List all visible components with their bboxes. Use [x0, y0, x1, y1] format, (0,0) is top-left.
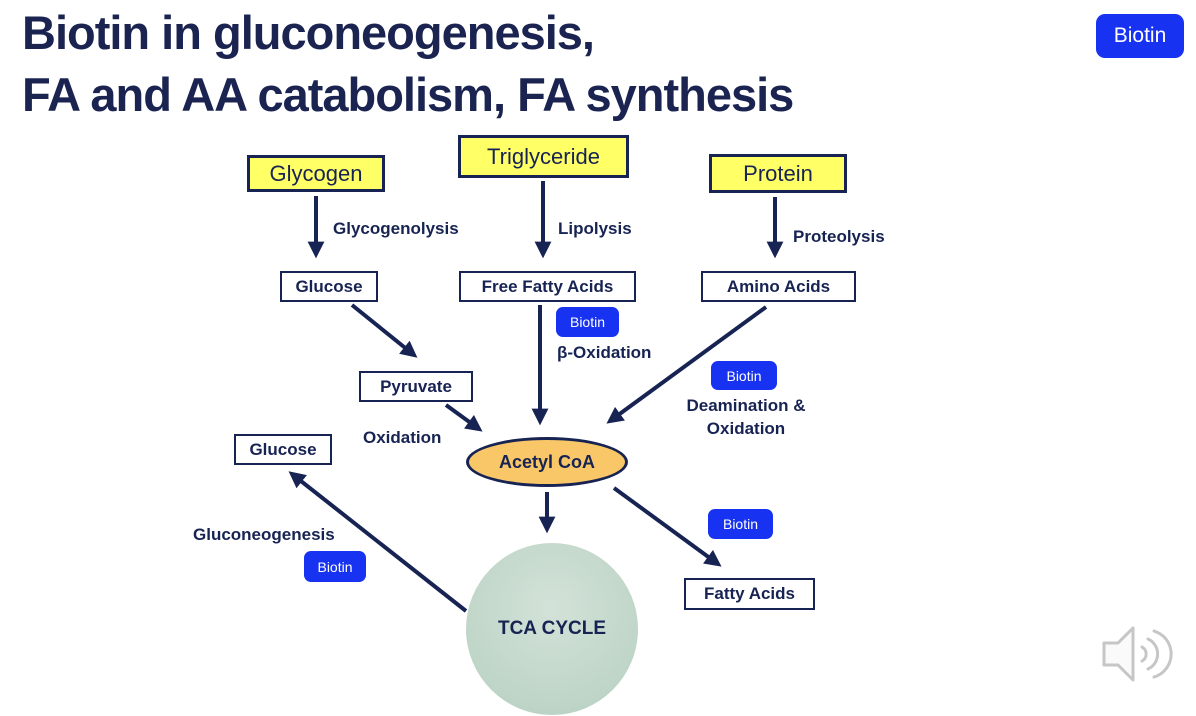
node-acetyl-coa: Acetyl CoA	[466, 437, 628, 487]
node-amino-acids: Amino Acids	[701, 271, 856, 302]
title-line-2: FA and AA catabolism, FA synthesis	[22, 68, 794, 121]
node-fatty-acids: Fatty Acids	[684, 578, 815, 610]
label-deamination-line1: Deamination &	[686, 396, 806, 415]
title-line-1: Biotin in gluconeogenesis,	[22, 6, 595, 59]
node-triglyceride: Triglyceride	[458, 135, 629, 178]
biotin-badge-beta-oxidation: Biotin	[556, 307, 619, 337]
arrow-glucose-to-pyruvate	[350, 303, 418, 358]
node-glucose-top: Glucose	[280, 271, 378, 302]
node-pyruvate: Pyruvate	[359, 371, 473, 402]
node-tca-cycle: TCA CYCLE	[466, 543, 638, 715]
biotin-legend-badge: Biotin	[1096, 14, 1184, 58]
arrow-pyruvate-to-acetylcoa	[444, 403, 483, 432]
node-glucose-bottom: Glucose	[234, 434, 332, 465]
label-deamination-line2: Oxidation	[706, 419, 786, 438]
node-protein: Protein	[709, 154, 847, 193]
biotin-badge-deamination: Biotin	[711, 361, 777, 390]
label-proteolysis: Proteolysis	[793, 227, 885, 246]
label-lipolysis: Lipolysis	[558, 219, 632, 238]
label-deamination-oxidation: Deamination & Oxidation	[678, 394, 814, 440]
slide-title: Biotin in gluconeogenesis, FA and AA cat…	[22, 2, 794, 126]
node-free-fatty-acids: Free Fatty Acids	[459, 271, 636, 302]
label-oxidation: Oxidation	[363, 428, 442, 447]
label-beta-oxidation: β-Oxidation	[557, 343, 652, 362]
arrow-acetylcoa-to-fattyacids	[612, 486, 722, 567]
label-gluconeogenesis: Gluconeogenesis	[193, 525, 335, 544]
label-glycogenolysis: Glycogenolysis	[333, 219, 459, 238]
biotin-badge-fatty-acid-synthesis: Biotin	[708, 509, 773, 539]
audio-speaker-icon[interactable]	[1097, 620, 1175, 688]
node-glycogen: Glycogen	[247, 155, 385, 192]
biotin-badge-gluconeogenesis: Biotin	[304, 551, 366, 582]
